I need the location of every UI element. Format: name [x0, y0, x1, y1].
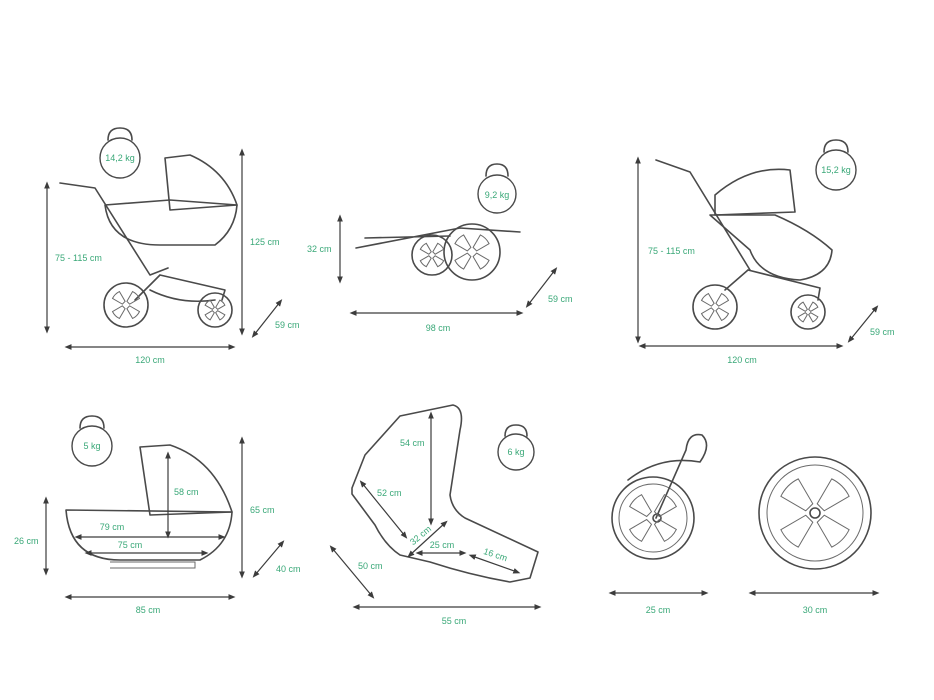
seat-unit-outline: [351, 404, 539, 583]
carrycot-drawing: [65, 444, 233, 569]
back-height-label: 54 cm: [400, 438, 425, 448]
kettlebell-icon: [815, 139, 857, 191]
width-dimension: [847, 305, 879, 343]
length-label: 120 cm: [135, 355, 165, 365]
wheel-spokes: [780, 478, 850, 548]
width-dimension: [251, 299, 283, 338]
panel-folded-chassis: 9,2 kg 32 cm 59 cm 98 cm: [307, 163, 573, 333]
total-height-label: 65 cm: [250, 505, 275, 515]
rear-wheel: [103, 282, 149, 328]
footrest-dimension: [468, 554, 521, 574]
kettlebell-icon: [99, 127, 141, 179]
weight-label: 9,2 kg: [485, 190, 510, 200]
wheel-spokes: [111, 290, 141, 320]
height-label: 26 cm: [14, 536, 39, 546]
front-wheel-drawing: [611, 433, 708, 560]
width-label: 40 cm: [276, 564, 301, 574]
weight-label: 15,2 kg: [821, 165, 851, 175]
wheel-spokes: [454, 234, 490, 270]
seat-depth-label: 25 cm: [430, 540, 455, 550]
weight-label: 6 kg: [507, 447, 524, 457]
back-length-dimension: [359, 480, 408, 539]
kettlebell-icon: [477, 163, 517, 214]
kettlebell-icon: [71, 415, 113, 467]
back-length-label: 52 cm: [377, 488, 402, 498]
front-wheel: [197, 292, 233, 328]
panel-wheels: 25 cm 30 cm: [608, 433, 880, 615]
width-label: 59 cm: [870, 327, 895, 337]
length-label: 85 cm: [136, 605, 161, 615]
rear-wheel-label: 30 cm: [803, 605, 828, 615]
wheel-spokes: [628, 493, 678, 543]
length-label: 55 cm: [442, 616, 467, 626]
weight-label: 14,2 kg: [105, 153, 135, 163]
height-label: 32 cm: [307, 244, 332, 254]
panel-pram-with-seat: 15,2 kg 75 - 115 cm 59 cm 120 cm: [635, 139, 895, 365]
length-label: 98 cm: [426, 323, 451, 333]
pram-drawing: [655, 159, 833, 330]
width-label: 59 cm: [275, 320, 300, 330]
hood-height-label: 58 cm: [174, 487, 199, 497]
pram-drawing: [59, 154, 238, 328]
weight-label: 5 kg: [83, 441, 100, 451]
width-label: 59 cm: [548, 294, 573, 304]
wheel-spokes: [700, 292, 730, 322]
panel-seat-unit: 6 kg 54 cm 52 cm 32 cm 25 cm 16 cm 50 cm…: [329, 404, 542, 626]
front-wheel-label: 25 cm: [646, 605, 671, 615]
width-dimension: [252, 540, 285, 578]
folded-chassis-drawing: [355, 223, 521, 281]
wheel-spokes: [797, 301, 819, 323]
length-label: 120 cm: [727, 355, 757, 365]
inner-length-bottom-label: 75 cm: [118, 540, 143, 550]
panel-carrycot: 5 kg 26 cm 58 cm 79 cm 75 cm 65 cm 40 cm…: [14, 415, 301, 615]
wheel-spokes: [419, 242, 445, 268]
wheel-spokes: [204, 299, 226, 321]
inner-length-top-label: 79 cm: [100, 522, 125, 532]
height-label: 125 cm: [250, 237, 280, 247]
kettlebell-icon: [497, 424, 535, 471]
handle-height-label: 75 - 115 cm: [55, 253, 102, 263]
handle-height-label: 75 - 115 cm: [648, 246, 695, 256]
width-label: 50 cm: [358, 561, 383, 571]
rear-wheel-drawing: [758, 456, 872, 570]
panel-pram-with-carrycot: 14,2 kg 75 - 115 cm 125 cm 59 cm 120 cm: [44, 127, 300, 365]
width-dimension: [525, 267, 558, 308]
seat-width-dimension: [407, 520, 448, 558]
width-dimension: [329, 545, 375, 599]
